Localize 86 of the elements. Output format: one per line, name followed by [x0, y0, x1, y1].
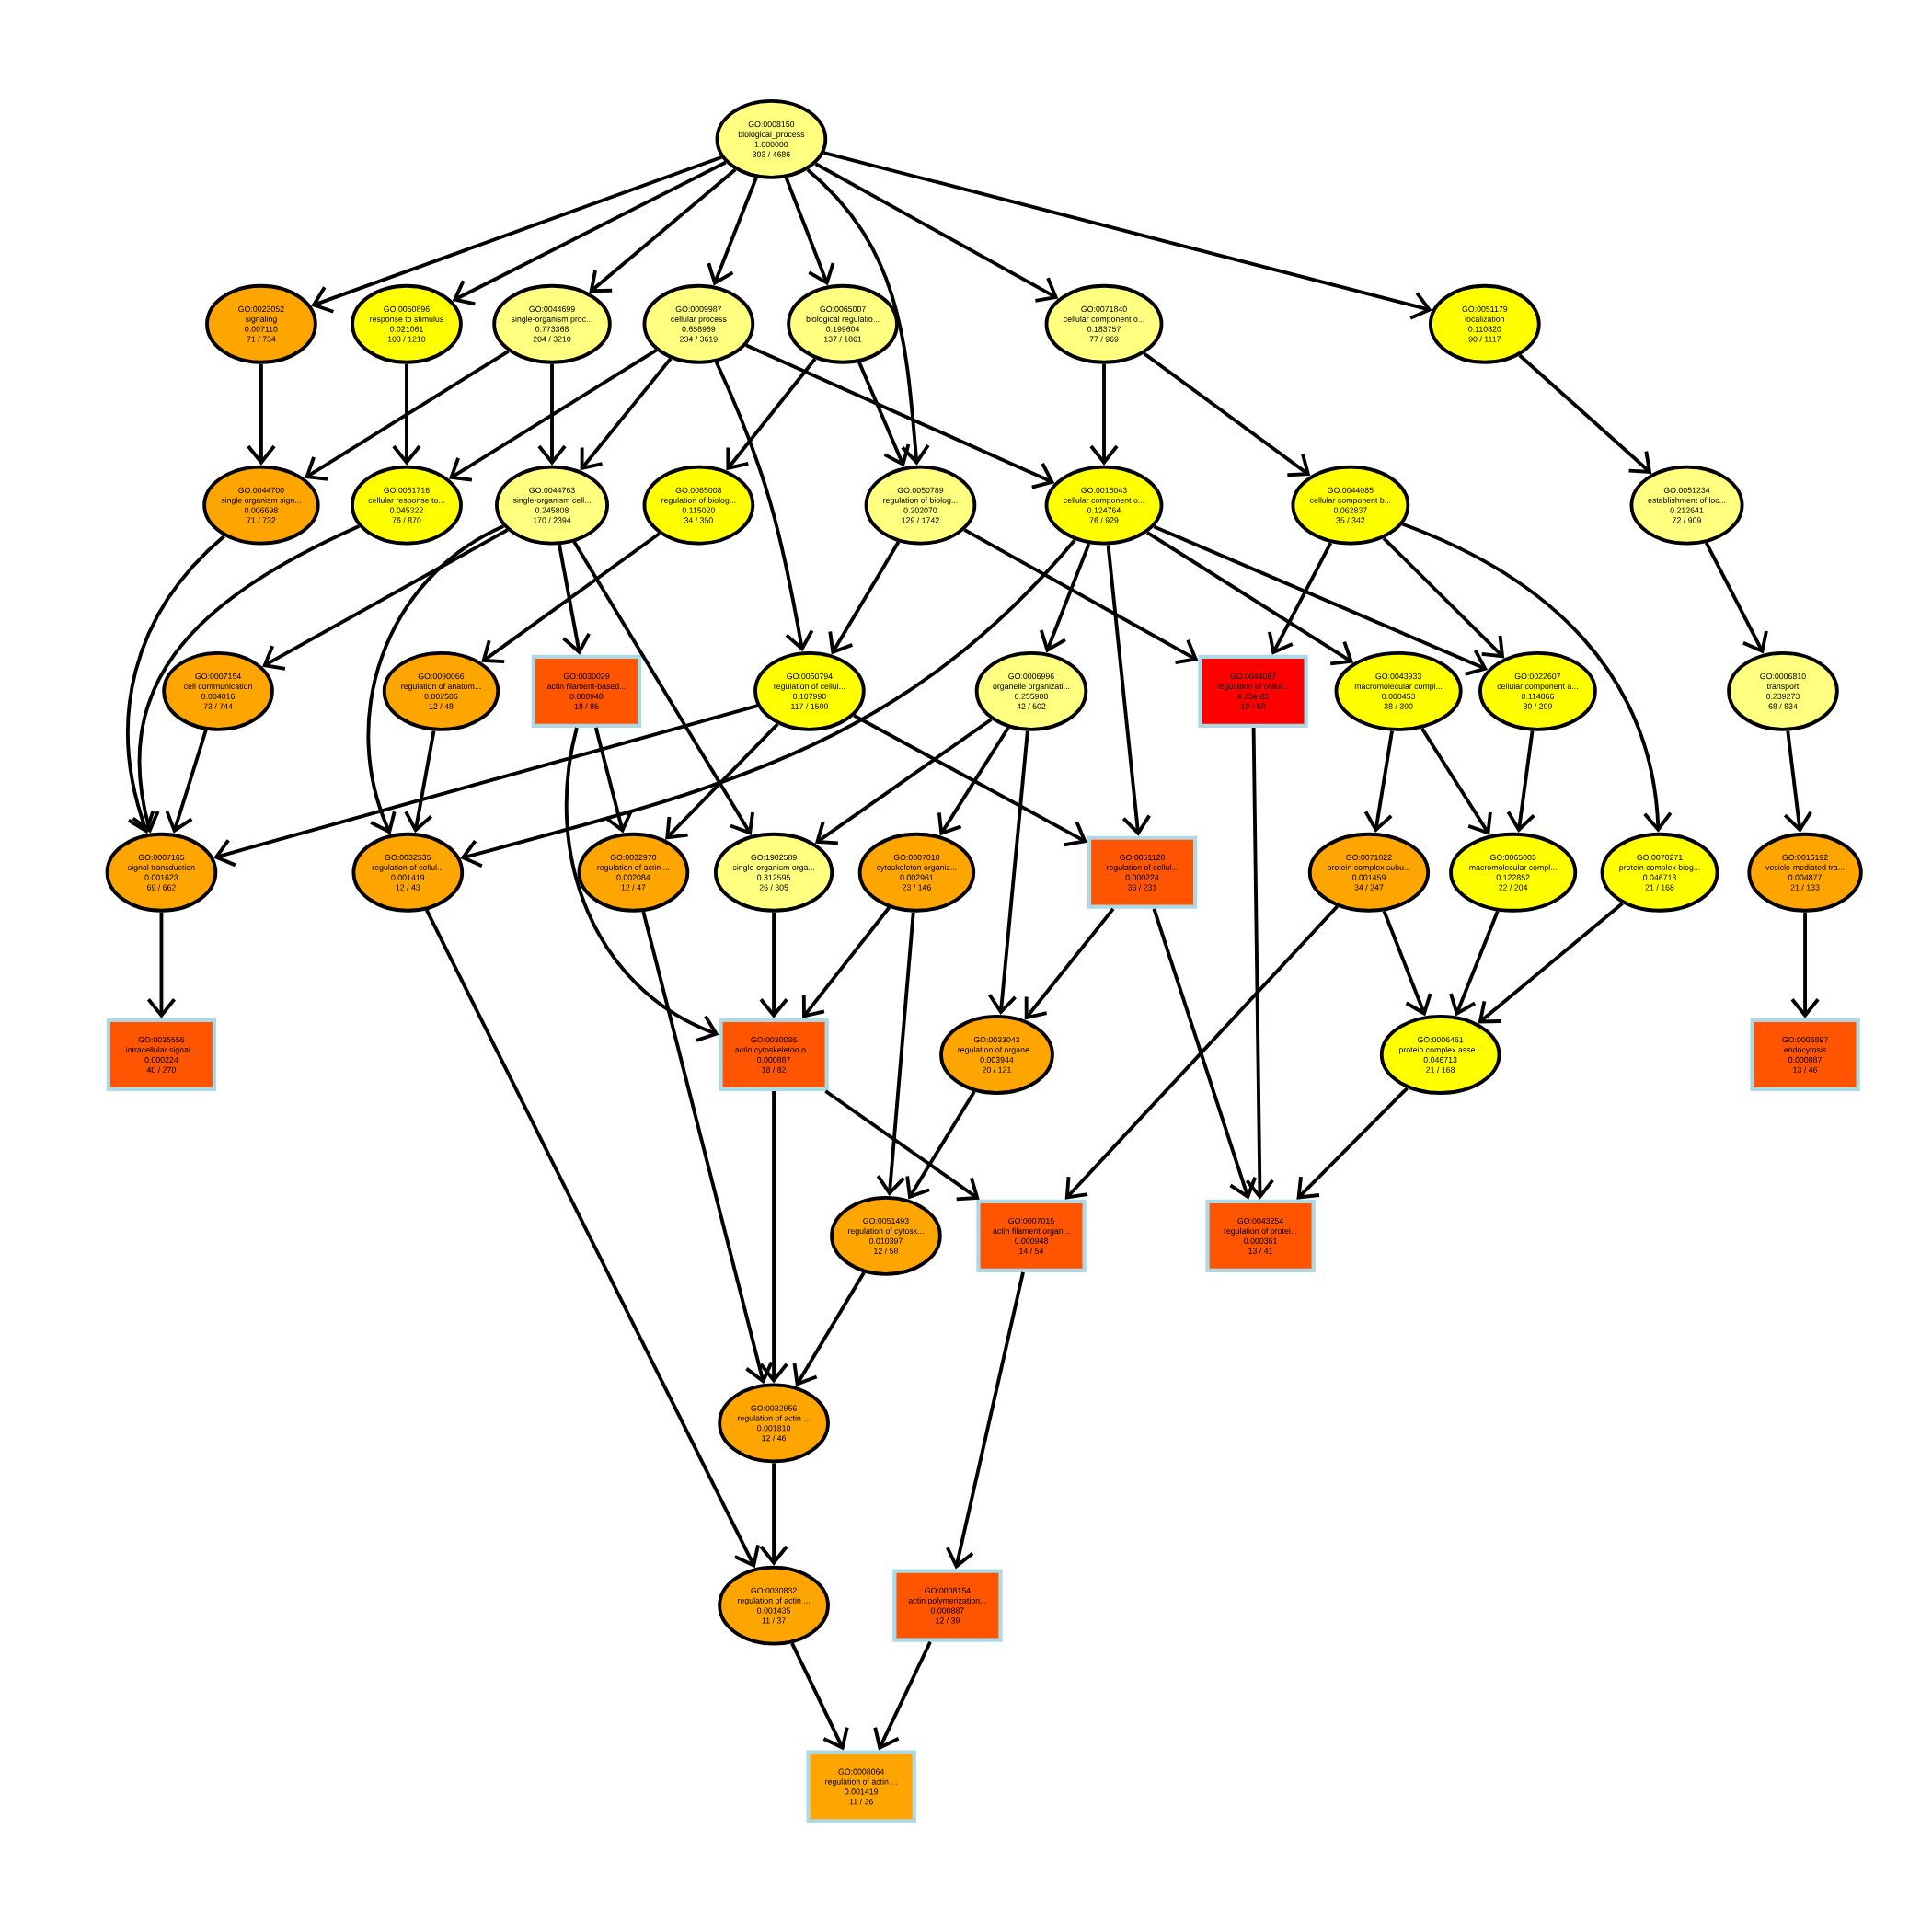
- arrow: [304, 350, 510, 481]
- arrow: [404, 730, 436, 834]
- arrow: [714, 361, 814, 652]
- go-term-box: GO:0008154 actin polymerization... 0.000887 12 / 39: [892, 1569, 1003, 1642]
- arrow: [425, 909, 760, 1569]
- arrow: [558, 544, 591, 655]
- arrow: [1064, 905, 1339, 1200]
- arrow: [963, 528, 1199, 665]
- arrow: [460, 538, 1076, 868]
- go-term-box: GO:0035556 intracellular signal... 0.000224 40 / 270: [106, 1018, 217, 1092]
- arrow: [1106, 545, 1151, 836]
- arrow: [1268, 542, 1333, 655]
- arrow: [1790, 912, 1820, 1018]
- arrow: [126, 535, 226, 834]
- arrow: [824, 1089, 980, 1202]
- arrow: [593, 727, 633, 834]
- arrow: [759, 1091, 788, 1384]
- arrow: [565, 727, 719, 1042]
- arrow: [1382, 536, 1505, 659]
- go-term-box: GO:0043254 regulation of protei... 0.000361 13 / 41: [1205, 1199, 1316, 1272]
- arrow: [452, 160, 727, 306]
- arrow: [1024, 907, 1115, 1020]
- arrow: [1039, 543, 1091, 653]
- go-term-box: GO:0006897 endocytosis 0.000887 13 / 46: [1750, 1018, 1860, 1092]
- arrow: [759, 912, 788, 1018]
- go-term-box: GO:0030036 actin cytoskeleton o... 0.000887 18 / 82: [719, 1018, 829, 1092]
- arrow: [1245, 727, 1274, 1200]
- go-term-box: GO:0051128 regulation of cellul... 0.000224 36 / 231: [1087, 835, 1198, 909]
- arrow: [814, 162, 1059, 303]
- arrow: [726, 357, 817, 471]
- arrow: [641, 911, 774, 1385]
- arrow: [790, 1642, 849, 1751]
- arrow: [876, 912, 915, 1196]
- arrow: [873, 1640, 932, 1751]
- arrow: [1152, 908, 1257, 1200]
- go-term-box: GO:0030029 actin filament-based... 0.000948 18 / 85: [531, 654, 642, 728]
- arrow: [589, 168, 737, 293]
- arrow: [853, 714, 1087, 847]
- arrow: [987, 730, 1029, 1016]
- arrow: [1089, 363, 1119, 466]
- arrow: [1704, 542, 1768, 654]
- arrow: [905, 1090, 976, 1200]
- arrow: [937, 726, 1010, 836]
- arrow: [806, 168, 930, 466]
- arrow: [392, 363, 421, 466]
- arrow: [1146, 531, 1354, 666]
- arrow: [132, 524, 361, 834]
- arrow: [146, 912, 176, 1018]
- arrow: [1153, 524, 1489, 676]
- arrow: [801, 906, 891, 1018]
- arrow: [537, 363, 567, 466]
- arrow: [1449, 910, 1500, 1017]
- arrow: [165, 730, 208, 834]
- arrow: [1363, 730, 1394, 834]
- arrow: [1296, 1087, 1409, 1200]
- arrow: [311, 155, 722, 314]
- arrow: [1783, 730, 1812, 833]
- arrow: [1143, 351, 1311, 477]
- arrow: [448, 349, 658, 482]
- arrow: [665, 722, 779, 840]
- arrow: [823, 151, 1432, 320]
- go-term-box: GO:0007015 actin filament organ... 0.000948 14 / 54: [976, 1199, 1087, 1272]
- arrow: [814, 718, 993, 845]
- go-term-box: GO:0008064 regulation of actin ... 0.001419 11 / 36: [806, 1750, 916, 1823]
- arrow: [745, 343, 1055, 489]
- go-term-box: GO:0044087 regulation of cellul... 4.23e-05 19 / 68: [1198, 654, 1308, 728]
- arrow: [784, 177, 835, 286]
- arrow: [262, 528, 509, 671]
- arrow: [946, 1271, 1025, 1570]
- arrow: [580, 357, 673, 471]
- arrow: [707, 177, 758, 286]
- arrow: [1382, 910, 1432, 1017]
- arrow: [1478, 902, 1624, 1024]
- arrow: [1518, 353, 1652, 474]
- arrow: [1420, 727, 1492, 835]
- arrow: [1506, 730, 1535, 833]
- arrow: [759, 1463, 788, 1566]
- arrow: [572, 541, 754, 835]
- arrow: [857, 362, 911, 467]
- arrow: [213, 704, 758, 868]
- arrow: [247, 363, 276, 466]
- arrow: [828, 541, 901, 655]
- arrow: [481, 532, 661, 663]
- arrow: [1401, 522, 1673, 833]
- arrow: [366, 524, 505, 834]
- arrow: [792, 1271, 866, 1386]
